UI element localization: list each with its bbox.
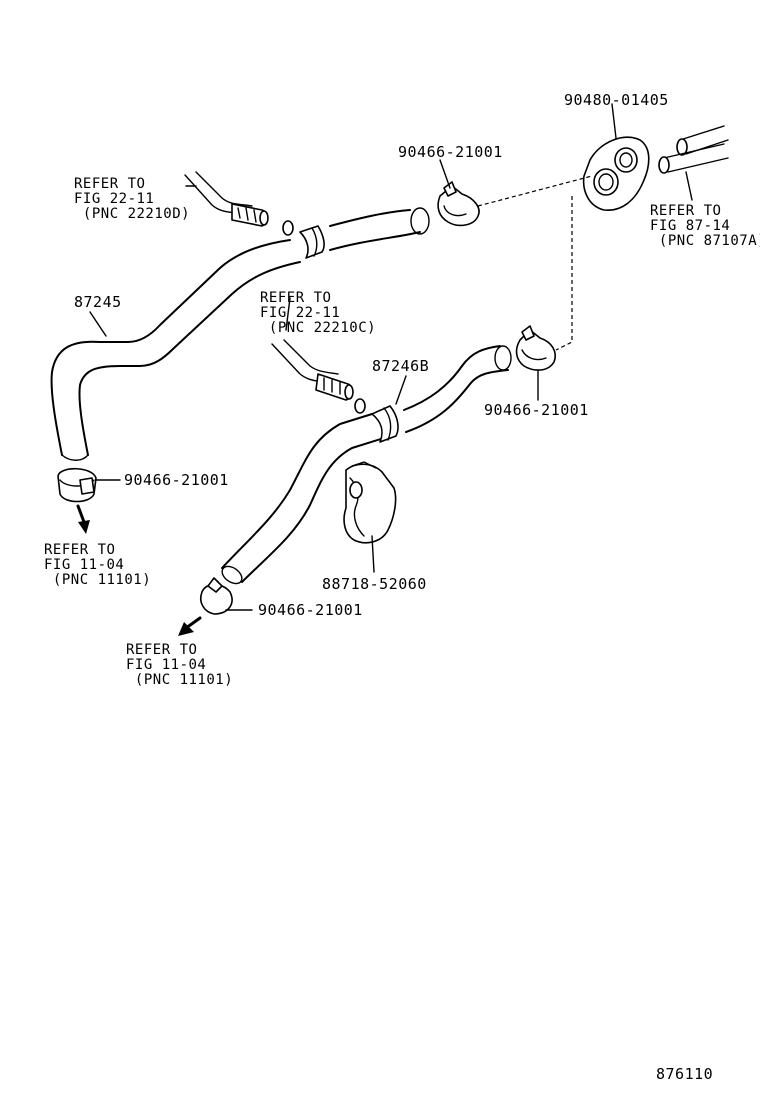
clamp-top-center: [437, 181, 480, 227]
label-87246b: 87246B: [372, 357, 430, 375]
clamp-lower-bottom: [199, 577, 233, 615]
ref-left-bottom-line1: REFER TO: [44, 542, 116, 558]
leader-lines: [89, 103, 693, 611]
arrow-left-down: [76, 504, 90, 534]
hose-87245: [50, 207, 430, 461]
ref-upper-left-line1: REFER TO: [74, 176, 146, 192]
ref-upper-left-line3: (PNC 22210D): [74, 206, 191, 222]
clamp-lower-joint: [354, 398, 399, 443]
label-90466-right: 90466-21001: [484, 401, 589, 419]
pipes-87107a: [658, 125, 729, 174]
ref-right-line3: (PNC 87107A): [650, 233, 760, 249]
small-hose-22210c: [271, 339, 354, 401]
ref-left-bottom-line2: FIG 11-04: [44, 557, 125, 573]
ref-center-line1: REFER TO: [260, 290, 332, 306]
label-90466-lower: 90466-21001: [258, 601, 363, 619]
label-90480-01405: 90480-01405: [564, 91, 669, 109]
bracket-88718: [343, 461, 397, 544]
clamp-upper-joint: [282, 220, 325, 259]
ref-upper-left-line2: FIG 22-11: [74, 191, 155, 207]
figure-number: 876110: [656, 1065, 714, 1083]
ref-left-bottom-line3: (PNC 11101): [44, 572, 152, 588]
small-hose-22210d: [184, 171, 269, 227]
clamp-right: [515, 325, 556, 371]
arrow-lower-down: [178, 616, 202, 636]
clamp-left-bottom: [57, 467, 97, 503]
ref-center-line2: FIG 22-11: [260, 305, 341, 321]
label-90466-top: 90466-21001: [398, 143, 503, 161]
label-90466-left: 90466-21001: [124, 471, 229, 489]
label-88718-52060: 88718-52060: [322, 575, 427, 593]
dashed-line-right: [555, 196, 573, 351]
ref-center-bottom-line2: FIG 11-04: [126, 657, 207, 673]
label-87245: 87245: [74, 293, 122, 311]
ref-center-bottom-line1: REFER TO: [126, 642, 198, 658]
ref-center-bottom-line3: (PNC 11101): [126, 672, 234, 688]
dashed-line-top: [477, 175, 593, 207]
grommet-90480: [582, 136, 650, 211]
ref-right-line1: REFER TO: [650, 203, 722, 219]
ref-right-line2: FIG 87-14: [650, 218, 731, 234]
ref-center-line3: (PNC 22210C): [260, 320, 377, 336]
hose-87246b: [221, 345, 512, 585]
